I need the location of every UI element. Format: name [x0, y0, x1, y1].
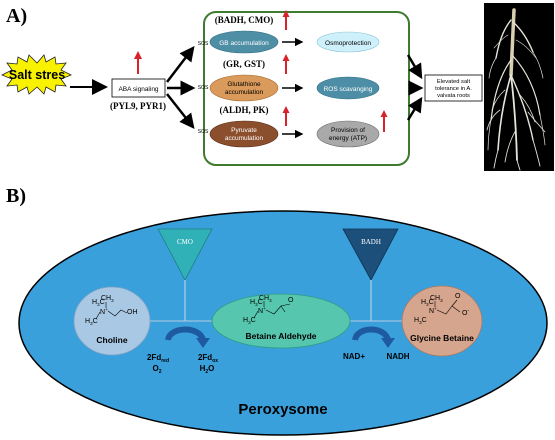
- energy-node: [316, 120, 380, 148]
- glycine-ch3: CH3: [430, 295, 443, 303]
- gb-accumulation-node: [209, 30, 279, 54]
- aldehyde-nplus: N+: [258, 306, 266, 315]
- choline-ch3: CH3: [101, 295, 114, 303]
- panel-b-label: B): [6, 185, 26, 207]
- result-line-2: tolerance in A.: [435, 86, 472, 92]
- energy-upregulation-arrowhead: [380, 110, 388, 117]
- glutathione-upregulation-arrowhead: [282, 54, 290, 61]
- aba-signaling-box: [111, 78, 166, 98]
- pyruvate-label-line2: accumulation: [225, 135, 264, 142]
- badh-enzyme-triangle: [342, 228, 399, 281]
- osmoprotection-label: Osmoprotection: [325, 40, 371, 47]
- arrow-frame-to-result-3: [406, 96, 423, 121]
- cmo-enzyme-label: CMO: [177, 238, 193, 246]
- glutathione-genes-label: (GR, GST): [223, 59, 265, 69]
- glycine-nplus: N+: [429, 306, 437, 315]
- choline-label: Choline: [96, 335, 127, 345]
- choline-bonds: [95, 302, 128, 320]
- gb-upregulation-arrowhead: [282, 10, 290, 17]
- glutathione-label-line2: accumulation: [225, 89, 264, 96]
- betaine-aldehyde-label: Betaine Aldehyde: [245, 331, 316, 341]
- o2-label: O2: [152, 364, 161, 375]
- aldehyde-bonds: [253, 301, 291, 319]
- peroxysome-label: Peroxysome: [238, 401, 327, 418]
- glycine-bonds: [434, 299, 461, 315]
- glutathione-node: [209, 74, 279, 102]
- aldehyde-h3c-1: H3C: [250, 299, 263, 307]
- choline-h3c-1: H3C: [92, 299, 105, 307]
- aldehyde-ch3: CH3: [259, 295, 272, 303]
- pyruvate-node: [209, 120, 279, 148]
- h2o-label: H2O: [200, 364, 215, 375]
- arrow-aba-to-gb: [166, 46, 195, 83]
- glycine-h3c-1: H3C: [421, 299, 434, 307]
- betaine-aldehyde-structure: H3C CH3 N+ H3C O: [243, 295, 294, 325]
- aba-signaling-label: ABA signaling: [118, 86, 158, 93]
- result-box: [424, 74, 483, 102]
- osmoprotection-node: [316, 31, 380, 53]
- aldehyde-o: O: [288, 297, 294, 304]
- nadh-label: NADH: [386, 352, 409, 361]
- pyruvate-label-line1: Pyruvate: [231, 127, 257, 134]
- choline-node: [73, 286, 151, 356]
- glycine-betaine-label: Glycine Betaine: [410, 333, 474, 343]
- aba-upregulation-arrowhead: [134, 51, 142, 59]
- badh-enzyme-label: BADH: [361, 238, 381, 246]
- glycine-betaine-node: [401, 285, 483, 357]
- cmo-cofactor-arrow: [165, 326, 210, 348]
- panel-a-label: A): [6, 5, 27, 27]
- root-photo: [484, 3, 554, 171]
- nad-label: NAD+: [343, 352, 365, 361]
- glycine-betaine-structure: H3C CH3 N+ H3C O O-: [414, 293, 469, 325]
- ros-scavanging-label: ROS scavanging: [324, 86, 373, 93]
- choline-nplus: N+: [100, 307, 108, 316]
- salt-stress-label: Salt stres: [9, 68, 65, 82]
- ros-scavanging-node: [316, 76, 380, 100]
- arrow-frame-to-result-1: [406, 54, 423, 80]
- receptors-label: (PYL9, PYR1): [110, 101, 166, 111]
- choline-oh: OH: [127, 309, 138, 316]
- sos-label-3: SOS: [198, 129, 209, 135]
- gb-genes-label: (BADH, CMO): [215, 15, 274, 25]
- glycine-ominus: O-: [462, 308, 469, 317]
- energy-label-line2: energy (ATP): [329, 135, 367, 142]
- gb-accumulation-label: GB accumulation: [219, 40, 269, 47]
- sos-label-1: SOS: [198, 41, 209, 47]
- glycine-o: O: [455, 293, 461, 300]
- fd-red-label: 2Fdred: [147, 353, 169, 364]
- glycine-h3c-2: H3C: [414, 317, 427, 325]
- aldehyde-h3c-2: H3C: [243, 317, 256, 325]
- pyruvate-genes-label: (ALDH, PK): [220, 105, 269, 115]
- betaine-aldehyde-node: [211, 293, 351, 349]
- pyruvate-upregulation-arrowhead: [282, 106, 290, 113]
- salt-stress-star: [1, 54, 72, 95]
- result-line-1: Elevated salt: [437, 79, 471, 85]
- fd-ox-label: 2Fdox: [198, 353, 218, 364]
- energy-label-line1: Provision of: [331, 127, 365, 134]
- sos-label-2: SOS: [198, 85, 209, 91]
- badh-cofactor-arrow: [352, 326, 395, 348]
- arrow-aba-to-pyruvate: [166, 93, 195, 129]
- choline-h3c-2: H3C: [85, 318, 98, 326]
- cmo-enzyme-triangle: [157, 228, 213, 281]
- choline-structure: H3C CH3 N+ H3C OH: [85, 295, 138, 326]
- result-line-3: valvata roots: [437, 93, 470, 99]
- glutathione-label-line1: Glutathione: [227, 81, 261, 88]
